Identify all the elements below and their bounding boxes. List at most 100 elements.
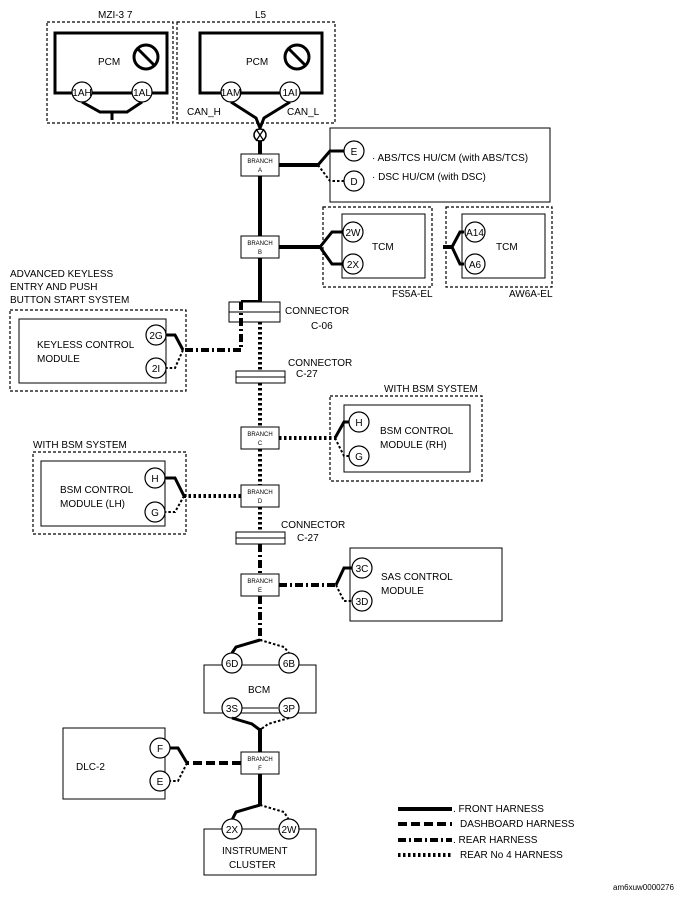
variant-label-mzi: MZI-3 7 — [98, 10, 133, 21]
svg-text:TCM: TCM — [496, 242, 518, 253]
pcm-mzi: PCM — [53, 31, 169, 95]
svg-text:MODULE: MODULE — [381, 586, 424, 597]
keyless-heading-line-2: ENTRY AND PUSH — [10, 282, 97, 293]
svg-text:2I: 2I — [152, 364, 160, 375]
svg-text:3D: 3D — [356, 597, 369, 608]
branch-f: BRANCH F — [240, 751, 280, 775]
svg-text:C-27: C-27 — [296, 369, 318, 380]
pin-l5-1am: 1AM — [220, 81, 242, 103]
pin-fs5a-2x: 2X — [342, 253, 364, 275]
svg-text:CONNECTOR: CONNECTOR — [285, 306, 349, 317]
pcm-mzi-outline — [46, 21, 174, 124]
pin-mzi-1al: 1AL — [131, 81, 153, 103]
keyless-heading: ADVANCED KEYLESS — [10, 269, 114, 280]
svg-text:3P: 3P — [283, 704, 296, 715]
pin-bcm-3p: 3P — [278, 697, 300, 719]
svg-text:2G: 2G — [149, 331, 163, 342]
svg-text:2W: 2W — [282, 825, 298, 836]
svg-text:MODULE: MODULE — [37, 354, 80, 365]
svg-text:1AI: 1AI — [282, 88, 297, 99]
variant-label-l5: L5 — [255, 10, 267, 21]
pin-bsm-lh-g: G — [144, 501, 166, 523]
svg-text:DLC-2: DLC-2 — [76, 762, 105, 773]
svg-text:BRANCH: BRANCH — [247, 490, 272, 496]
svg-text:BSM CONTROL: BSM CONTROL — [380, 426, 454, 437]
svg-text:F: F — [157, 744, 163, 755]
svg-text:H: H — [151, 474, 158, 485]
connector-c06: CONNECTOR C-06 — [228, 301, 349, 332]
instrument-cluster: INSTRUMENT CLUSTER — [203, 828, 317, 876]
svg-text:BRANCH: BRANCH — [247, 757, 272, 763]
svg-text:BCM: BCM — [248, 685, 270, 696]
svg-text:3S: 3S — [226, 704, 239, 715]
pin-aw6a-a14: A14 — [464, 221, 486, 243]
pin-l5-1ai: 1AI — [279, 81, 301, 103]
sas-control-module: SAS CONTROL MODULE — [349, 547, 503, 622]
can-l-label: CAN_L — [287, 107, 320, 118]
svg-text:MODULE (LH): MODULE (LH) — [60, 499, 125, 510]
pin-ic-2x: 2X — [221, 818, 243, 840]
tcm-fs5a-outline — [322, 206, 433, 288]
legend: . FRONT HARNESS DASHBOARD HARNESS . REAR… — [398, 804, 575, 861]
svg-text:A: A — [258, 168, 262, 174]
pin-ic-2w: 2W — [278, 818, 300, 840]
svg-text:· DSC HU/CM (with DSC): · DSC HU/CM (with DSC) — [372, 172, 486, 183]
svg-text:E: E — [351, 147, 358, 158]
svg-text:C-06: C-06 — [311, 321, 333, 332]
svg-text:SAS CONTROL: SAS CONTROL — [381, 572, 453, 583]
reference-code: am6xuw0000276 — [613, 883, 674, 892]
prohibited-icon — [283, 43, 311, 71]
svg-text:2X: 2X — [347, 260, 360, 271]
keyless-heading-line-3: BUTTON START SYSTEM — [10, 295, 129, 306]
legend-front-harness: . FRONT HARNESS — [453, 804, 544, 815]
svg-text:1AL: 1AL — [133, 88, 151, 99]
pin-bsm-rh-h: H — [348, 411, 370, 433]
svg-text:CONNECTOR: CONNECTOR — [281, 520, 345, 531]
svg-text:H: H — [355, 418, 362, 429]
svg-text:· ABS/TCS HU/CM (with ABS/TCS): · ABS/TCS HU/CM (with ABS/TCS) — [372, 153, 528, 164]
pin-abs-e: E — [343, 140, 365, 162]
pin-bcm-6d: 6D — [221, 652, 243, 674]
svg-text:3C: 3C — [356, 564, 369, 575]
svg-text:F: F — [258, 766, 262, 772]
bsm-lh-outline — [32, 451, 187, 535]
pin-sas-3c: 3C — [351, 557, 373, 579]
svg-text:D: D — [350, 177, 357, 188]
svg-text:E: E — [157, 777, 164, 788]
svg-text:MODULE (RH): MODULE (RH) — [380, 440, 447, 451]
svg-text:C-27: C-27 — [297, 533, 319, 544]
dlc-2: DLC-2 — [62, 727, 166, 800]
legend-rear-harness: . REAR HARNESS — [453, 835, 538, 846]
svg-text:E: E — [258, 588, 262, 594]
pin-sas-3d: 3D — [351, 590, 373, 612]
tcm-fs5a-label: FS5A-EL — [392, 289, 433, 300]
pin-aw6a-a6: A6 — [464, 253, 486, 275]
can-h-label: CAN_H — [187, 107, 221, 118]
svg-text:PCM: PCM — [246, 57, 268, 68]
pin-keyless-2g: 2G — [145, 324, 167, 346]
svg-text:1AH: 1AH — [72, 88, 91, 99]
pin-keyless-2i: 2I — [145, 357, 167, 379]
branch-d: BRANCH D — [240, 484, 280, 508]
tcm-aw6a-label: AW6A-EL — [509, 289, 553, 300]
svg-text:BRANCH: BRANCH — [247, 241, 272, 247]
keyless-control-module: KEYLESS CONTROL MODULE — [18, 318, 167, 384]
connector-c27-upper: CONNECTOR C-27 — [235, 358, 352, 384]
svg-text:6B: 6B — [283, 659, 296, 670]
svg-text:G: G — [355, 452, 363, 463]
pcm-l5-outline — [176, 21, 336, 124]
svg-text:1AM: 1AM — [221, 88, 242, 99]
svg-text:C: C — [258, 441, 263, 447]
svg-text:B: B — [258, 250, 262, 256]
svg-text:2X: 2X — [226, 825, 239, 836]
pin-mzi-1ah: 1AH — [71, 81, 93, 103]
pin-bcm-6b: 6B — [278, 652, 300, 674]
pin-bsm-lh-h: H — [144, 467, 166, 489]
svg-text:PCM: PCM — [98, 57, 120, 68]
svg-text:KEYLESS CONTROL: KEYLESS CONTROL — [37, 340, 135, 351]
svg-text:D: D — [258, 499, 263, 505]
svg-text:A6: A6 — [469, 260, 482, 271]
svg-text:2W: 2W — [346, 228, 362, 239]
